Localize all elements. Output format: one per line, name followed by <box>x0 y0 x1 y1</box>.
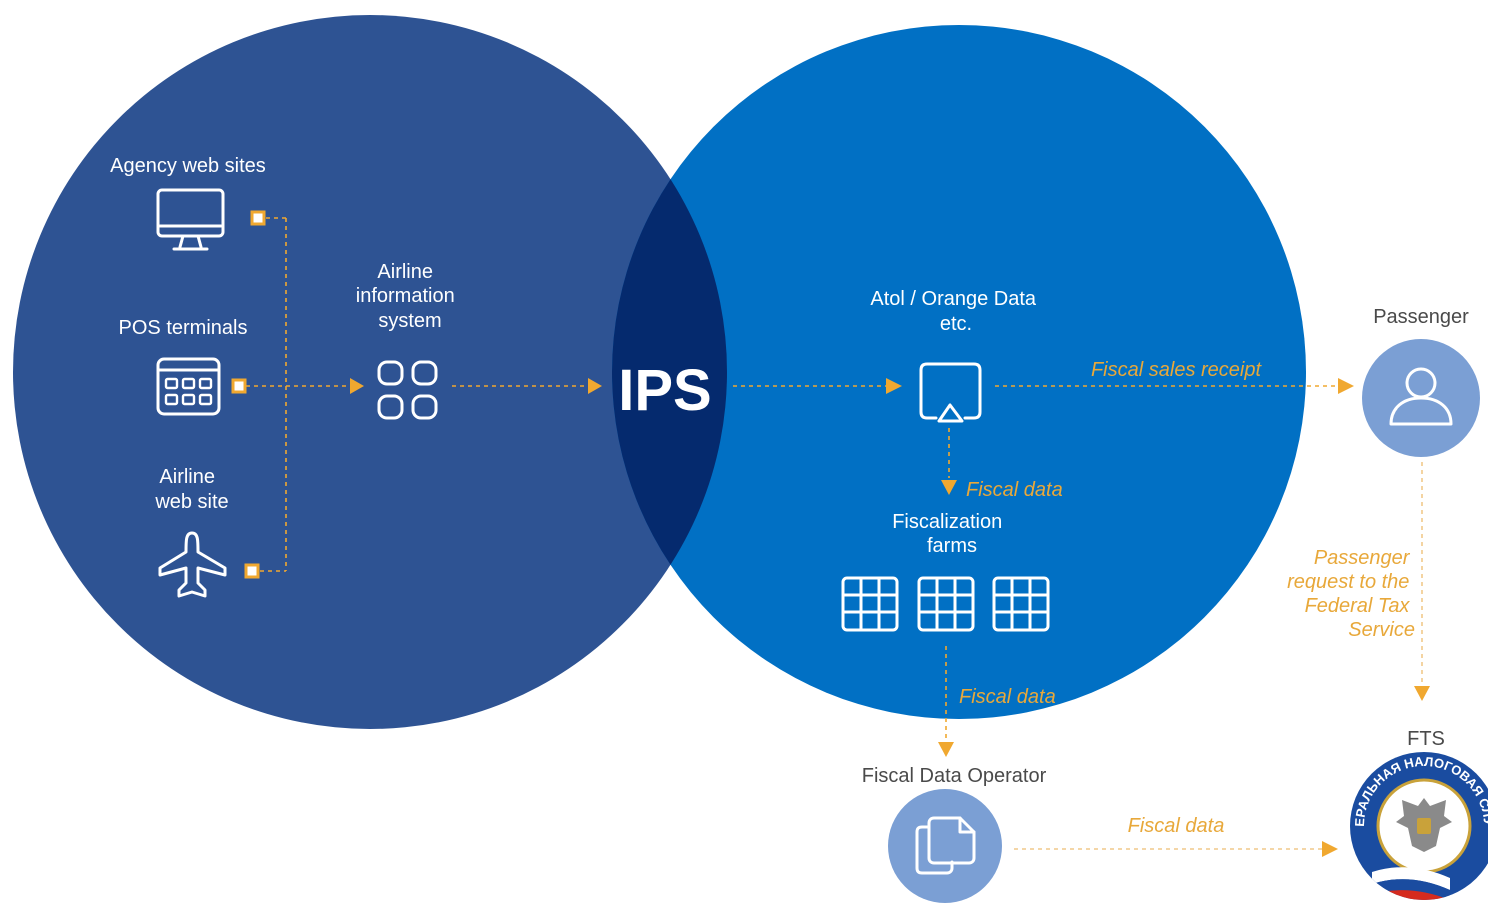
flow-label-passenger-request: Passenger request to the Federal Tax Ser… <box>1287 547 1415 641</box>
person-icon <box>1389 367 1453 426</box>
atol-label: Atol / Orange Data etc. <box>870 288 1041 335</box>
airline-system-label: Airline information system <box>356 261 461 332</box>
source-label-airline: Airline web site <box>154 466 228 513</box>
source-label-pos: POS terminals <box>119 317 248 339</box>
flow-label-fiscal-data-atol: Fiscal data <box>966 479 1063 501</box>
flow-label-sales-receipt: Fiscal sales receipt <box>1091 359 1263 381</box>
passenger-label: Passenger <box>1373 306 1469 328</box>
farms-label: Fiscalization farms <box>892 511 1008 557</box>
grid-apps-icon <box>377 360 438 420</box>
right-circle <box>612 25 1306 719</box>
source-flow-lines <box>231 210 364 579</box>
flow-label-fiscal-data-farms: Fiscal data <box>959 686 1056 708</box>
fts-label: FTS <box>1407 728 1445 750</box>
operator-label: Fiscal Data Operator <box>862 765 1047 787</box>
monitor-icon <box>156 188 225 251</box>
table-grid-icon <box>841 576 1050 632</box>
operator-node <box>888 789 1002 903</box>
ips-label: IPS <box>618 358 712 423</box>
flag-ribbon <box>1372 867 1450 900</box>
documents-icon <box>915 816 976 875</box>
pos-terminal-icon <box>156 357 221 416</box>
flow-label-fiscal-data-operator: Fiscal data <box>1128 815 1225 837</box>
double-eagle-icon <box>1396 798 1452 852</box>
airplane-icon <box>158 531 227 598</box>
source-label-agency: Agency web sites <box>110 155 266 177</box>
airplay-icon <box>919 362 982 423</box>
left-circle <box>13 15 727 729</box>
